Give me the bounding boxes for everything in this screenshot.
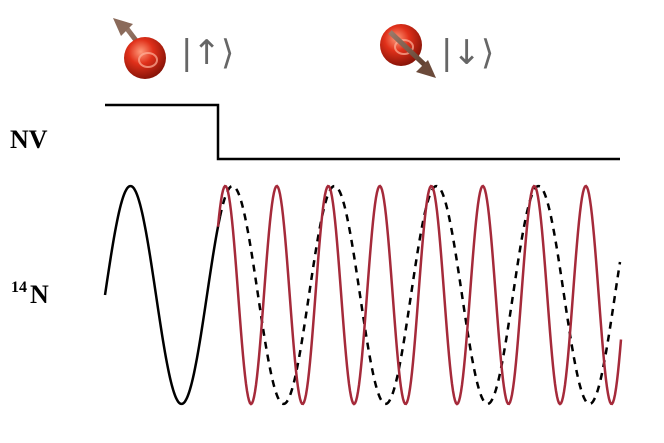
n14-label: 14 N bbox=[11, 279, 49, 309]
reference-precession-dashed-wave bbox=[218, 184, 622, 406]
nv-step-line bbox=[105, 103, 620, 161]
n14-label-base: N bbox=[30, 280, 49, 309]
n14-label-superscript: 14 bbox=[11, 279, 27, 296]
state-down-ket: |↓⟩ bbox=[441, 33, 494, 73]
initial-precession-wave bbox=[103, 184, 222, 406]
nv-label: NV bbox=[10, 125, 48, 154]
spin-down-icon bbox=[380, 24, 436, 78]
state-up-ket: |↑⟩ bbox=[181, 33, 234, 73]
spin-up-icon bbox=[113, 18, 166, 79]
shifted-precession-wave bbox=[216, 184, 623, 406]
